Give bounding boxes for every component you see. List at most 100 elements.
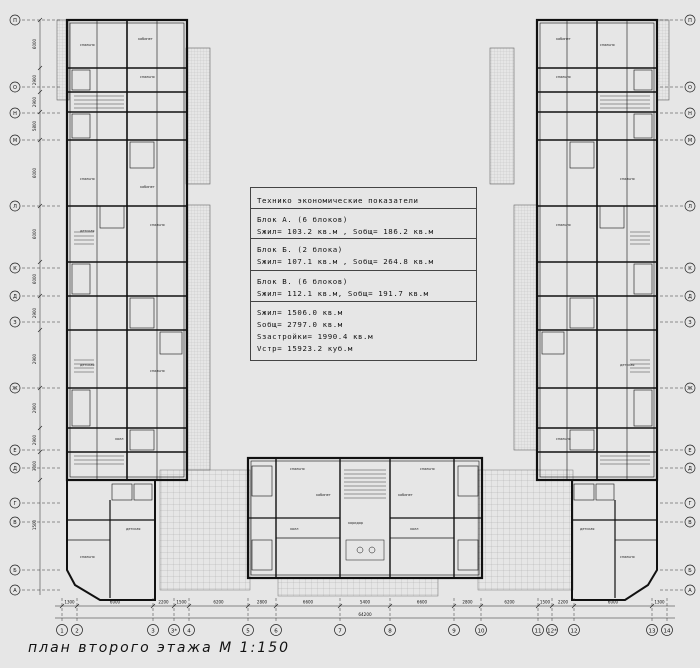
total-area: Sобщ= 2797.0 кв.м [257,320,343,329]
column-axis-label: 1 [60,629,64,635]
dimension-tick [549,603,555,609]
column-axis-bubble [242,624,254,636]
dimension-value: 2200 [158,600,169,605]
room-label: спальня [80,177,95,181]
row-axis-label: Г [13,501,16,507]
dimension-value: 2900 [32,307,37,318]
block-b-values: Sжил= 107.1 кв.м , Sобщ= 264.8 кв.м [257,257,434,266]
dimension-tick [74,603,80,609]
column-axis-label: 8 [388,629,392,635]
dimension-tick [37,425,43,431]
row-axis-bubble [684,444,696,456]
column-axis-bubble [168,624,180,636]
dimension-tick [37,449,43,455]
row-axis-bubble [684,290,696,302]
row-axis-label: А [688,588,692,594]
block-b-title: Блок Б. (2 блока) [257,245,343,254]
room-label: спальня [150,369,165,373]
column-axis-label: 12* [547,629,557,635]
column-axis-bubble [147,624,159,636]
dimension-value: 1300 [64,600,75,605]
room-label: спальня [420,467,435,471]
row-axis-bubble [684,516,696,528]
dimension-tick [37,327,43,333]
room-label: кабинет [140,185,155,189]
row-axis-bubble [684,262,696,274]
room-label: спальня [556,437,571,441]
row-axis-label: П [688,18,692,24]
dimension-value: 6200 [504,600,515,605]
row-axis-label: Е [13,448,16,454]
row-axis-label: М [688,138,692,144]
paving-areas [56,19,670,597]
dimension-tick [37,65,43,71]
row-axis-bubble [9,81,21,93]
row-axis-bubble [9,584,21,596]
column-axis-label: 11 [535,629,542,635]
row-axis-bubble [9,444,21,456]
dimension-tick [186,603,192,609]
row-axis-label: Н [688,111,692,117]
row-axis-bubble [684,200,696,212]
row-axis-bubble [684,316,696,328]
room-label: кабинет [556,37,571,41]
room-label: холл [290,527,298,531]
dimension-value: 6600 [303,600,314,605]
row-axis-label: К [13,266,17,272]
column-axis-label: 2 [75,629,79,635]
room-label: детская [126,527,140,531]
column-axis-label: 5 [246,629,250,635]
dimension-value: 6000 [32,228,37,239]
column-axis-label: 10 [478,629,485,635]
column-axis-label: 12 [571,629,578,635]
room-label: спальня [620,555,635,559]
room-label: коридор [348,521,363,525]
room-label: спальня [290,467,305,471]
row-axis-bubble [684,497,696,509]
row-axis-label: М [13,138,17,144]
row-axis-label: В [688,520,692,526]
row-axis-bubble [9,564,21,576]
dimension-value: 2800 [462,600,473,605]
dimension-value: 6600 [417,600,428,605]
room-label: холл [115,437,123,441]
row-axis-label: Б [13,568,17,574]
row-axis-label: А [13,588,17,594]
room-label: спальня [556,75,571,79]
dimension-value: 6000 [32,38,37,49]
dimension-value: 5400 [360,600,371,605]
column-axis-label: 4 [187,629,191,635]
block-v-title: Блок В. (6 блоков) [257,277,348,286]
dimension-tick [150,603,156,609]
row-axis-label: Ж [12,386,18,392]
room-label: детская [80,363,94,367]
row-axis-label: З [13,320,16,326]
dimension-tick [37,259,43,265]
dimension-tick [337,603,343,609]
left-wing [65,18,189,601]
built-area: Sзастройки= 1990.4 кв.м [257,332,374,341]
column-axis-label: 9 [452,629,456,635]
row-axis-bubble [9,107,21,119]
row-axis-bubble [9,14,21,26]
column-axis-bubble [448,624,460,636]
dimension-value: 5800 [32,120,37,131]
row-axis-label: Н [13,111,17,117]
dimension-value: 1500 [540,600,551,605]
dimension-tick [649,603,655,609]
row-axis-bubble [684,134,696,146]
room-label: спальня [150,223,165,227]
room-label: детская [80,229,94,233]
dimension-total-value: 64200 [358,612,372,617]
row-axis-label: Е [688,448,691,454]
block-a-values: Sжил= 103.2 кв.м , Sобщ= 186.2 кв.м [257,227,434,236]
row-axis-label: Д [688,466,692,472]
column-axis-bubble [568,624,580,636]
row-axis-label: К [688,266,692,272]
dimension-value: 1500 [176,600,187,605]
dimension-value: 1500 [32,519,37,530]
dimension-tick [59,603,65,609]
room-label: спальня [556,223,571,227]
